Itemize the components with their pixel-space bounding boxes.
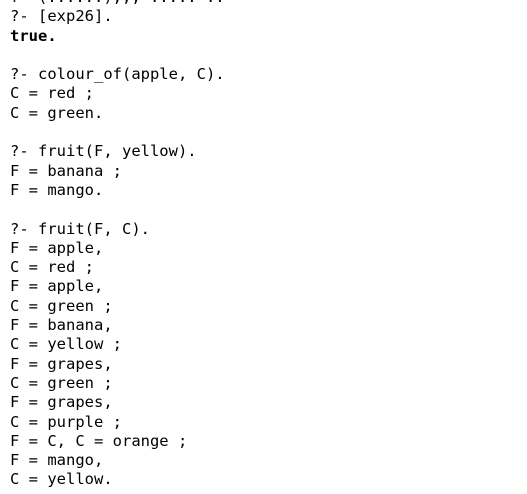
console-line-query-consult: ?- [exp26]. (10, 7, 113, 26)
console-line-result-true: true. (10, 26, 57, 45)
console-line-answer: C = red ; (10, 258, 94, 277)
console-line-answer: C = purple ; (10, 412, 122, 431)
console-line-answer: F = mango. (10, 180, 104, 199)
console-line-answer: C = red ; (10, 84, 94, 103)
console-line-answer: F = apple, (10, 277, 104, 296)
console-blank-line (0, 200, 527, 219)
console-line-query-fruit-all: ?- fruit(F, C). (10, 219, 150, 238)
console-line-answer: F = apple, (10, 238, 104, 257)
console-line-answer: C = yellow ; (10, 335, 122, 354)
console-line-answer: C = yellow. (10, 470, 113, 489)
console-line-answer: F = banana ; (10, 161, 122, 180)
console-blank-line (0, 46, 527, 65)
console-line-answer: F = banana, (10, 316, 113, 335)
console-line-answer: F = C, C = orange ; (10, 431, 188, 450)
console-blank-line (0, 123, 527, 142)
console-line-answer: C = green. (10, 103, 104, 122)
console-line-answer: F = mango, (10, 451, 104, 470)
console-line-query-colour-of: ?- colour_of(apple, C). (10, 65, 225, 84)
console-line-cut-top: ?- (......),,, ..... .. (0, 0, 527, 7)
console-line-answer: F = grapes, (10, 393, 113, 412)
console-line-answer: F = grapes, (10, 354, 113, 373)
console-line-answer: C = green ; (10, 373, 113, 392)
console-line-answer: C = green ; (10, 296, 113, 315)
console-line-query-fruit-yellow: ?- fruit(F, yellow). (10, 142, 197, 161)
